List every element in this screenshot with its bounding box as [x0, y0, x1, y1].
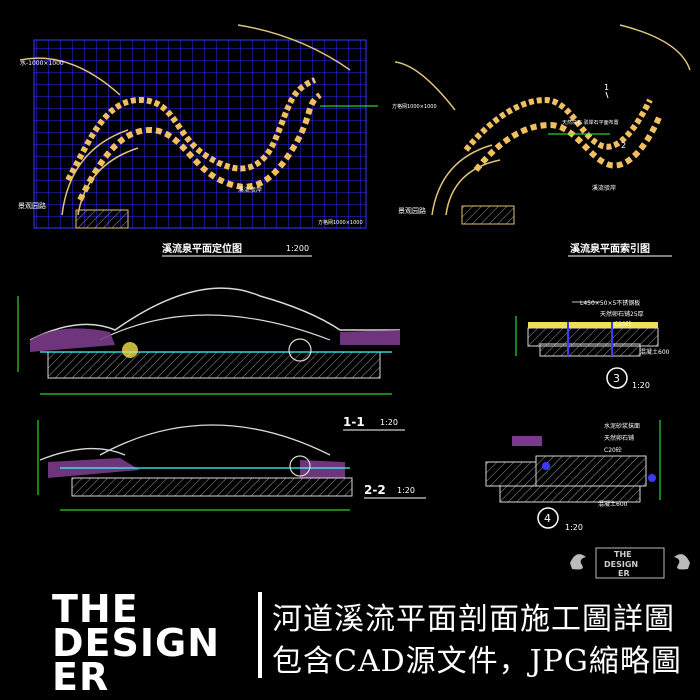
seal-ornament-left: [570, 554, 586, 570]
detail-4-base: [499, 485, 641, 503]
detail-4-pipe-right: [648, 474, 656, 482]
plan-left-title: 溪流泉平面定位图: [162, 242, 242, 255]
plan-left-grid: [33, 39, 367, 229]
plan-left-grid-note: 方格网1000×1000: [318, 219, 363, 226]
plan-right-stream: [463, 96, 653, 152]
section-1-1-base-slab: [47, 351, 381, 379]
detail-3-note-3: C20砼: [614, 320, 632, 328]
detail-4-pipe-left: [542, 462, 550, 470]
detail-3-base: [539, 343, 641, 357]
plan-right-index-tick-1: [605, 91, 609, 99]
plan-right-road-arc: [394, 61, 456, 111]
section-2-2-base-slab: [71, 477, 353, 497]
plan-left-stream: [65, 77, 317, 182]
detail-4-note-2: 天然卵石铺: [604, 434, 634, 442]
detail-3-body: [527, 327, 659, 347]
plan-left-road-arc-top: [237, 24, 351, 71]
detail-4-note-3: C20砼: [604, 446, 622, 454]
detail-3-scale: 1:20: [632, 381, 650, 390]
detail-3-note-2: 天然卵石铺25厚: [600, 310, 644, 318]
detail-3-note-4: 混凝土600: [640, 348, 670, 356]
plan-left-label-road: 景观园路: [18, 201, 46, 210]
section-1-1-label: 1-1: [343, 415, 365, 429]
section-2-2-scale: 1:20: [397, 486, 415, 495]
detail-4-body: [535, 455, 647, 487]
section-1-1-right-bank: [340, 330, 400, 345]
section-1-1-left-bank: [30, 328, 115, 352]
plan-right-label-bank: 溪流驳岸: [592, 184, 616, 192]
brand-footer: [0, 580, 700, 700]
product-title-line-1: 河道溪流平面剖面施工圖詳圖: [272, 602, 675, 637]
seal-ornament-right: [674, 554, 690, 570]
section-2-2-right-bank: [300, 460, 345, 478]
seal-text-line1: THE: [614, 550, 632, 559]
detail-4-cap: [512, 436, 542, 446]
logo-line-2: DESIGN: [52, 621, 221, 665]
detail-4-left-wall: [485, 461, 537, 487]
plan-right-note-mid: 天然块石 驳岸石平面布置: [562, 119, 619, 126]
brand-divider: [258, 592, 262, 678]
plan-right-index-1: 1: [604, 83, 609, 92]
section-1-1-boulder-right: [288, 338, 312, 362]
logo-line-3: ER: [52, 655, 110, 699]
detail-3-number: 3: [613, 372, 620, 385]
section-1-1-arch-inner: [99, 314, 331, 341]
plan-left-stream-bank: [77, 92, 322, 202]
seal-text-line3: ER: [618, 569, 630, 578]
logo-line-1: THE: [52, 587, 139, 631]
plan-right-title: 溪流泉平面索引图: [570, 242, 650, 255]
section-2-2-label: 2-2: [364, 483, 386, 497]
plan-left-road-arc: [19, 57, 121, 96]
plan-right: 1 2 天然块石 驳岸石平面布置 方格网1000×1000 景观园路 溪流驳岸 …: [392, 24, 691, 257]
plan-right-road-arc-top: [619, 24, 691, 71]
plan-right-path-curve: [431, 144, 501, 216]
cad-drawing-canvas: 水-1000×1000 景观园路 溪流驳岸 方格网1000×1000 溪流泉平面…: [17, 24, 691, 532]
section-1-1-arch-outer: [29, 287, 400, 341]
section-1-1-scale: 1:20: [380, 418, 398, 427]
detail-4: 水泥砂浆抹面 天然卵石铺 C20砼 混凝土600 4 1:20: [485, 420, 661, 532]
detail-3: L450×50×5不锈钢板 天然卵石铺25厚 C20砼 混凝土600 3 1:2…: [515, 299, 670, 390]
plan-left-steps: [75, 209, 129, 229]
plan-right-index-2: 2: [621, 141, 626, 150]
plan-left-label-bank: 溪流驳岸: [238, 186, 262, 194]
plan-left-corner-note: 水-1000×1000: [20, 59, 64, 67]
detail-4-number-circle: [537, 507, 559, 529]
section-1-1-boulder-left: [122, 342, 138, 358]
plan-left-scale: 1:200: [286, 244, 309, 253]
detail-4-note-1: 水泥砂浆抹面: [604, 422, 640, 430]
detail-4-scale: 1:20: [565, 523, 583, 532]
section-2-2: 2-2 1:20: [37, 420, 426, 511]
section-2-2-arch: [39, 424, 331, 461]
plan-right-stream-bank: [473, 113, 663, 172]
detail-3-top-plate: [528, 322, 658, 328]
designer-logo: THE DESIGN ER: [52, 587, 221, 699]
product-title-line-2: 包含CAD源文件，JPG縮略圖: [272, 644, 682, 679]
detail-4-number: 4: [544, 512, 551, 525]
plan-right-steps: [461, 205, 515, 225]
detail-4-note-4: 混凝土600: [598, 500, 628, 508]
section-2-2-boulder: [289, 455, 311, 477]
designer-seal-logo: THE DESIGN ER: [570, 547, 690, 579]
plan-left: 水-1000×1000 景观园路 溪流驳岸 方格网1000×1000 溪流泉平面…: [18, 24, 378, 257]
seal-frame: [595, 547, 665, 579]
plan-right-label-road: 景观园路: [398, 206, 426, 215]
seal-text-line2: DESIGN: [604, 560, 638, 569]
section-1-1: 1-1 1:20: [17, 287, 405, 431]
detail-3-number-circle: [606, 367, 628, 389]
detail-3-note-1: L450×50×5不锈钢板: [580, 299, 640, 307]
plan-right-grid-note: 方格网1000×1000: [392, 103, 437, 110]
